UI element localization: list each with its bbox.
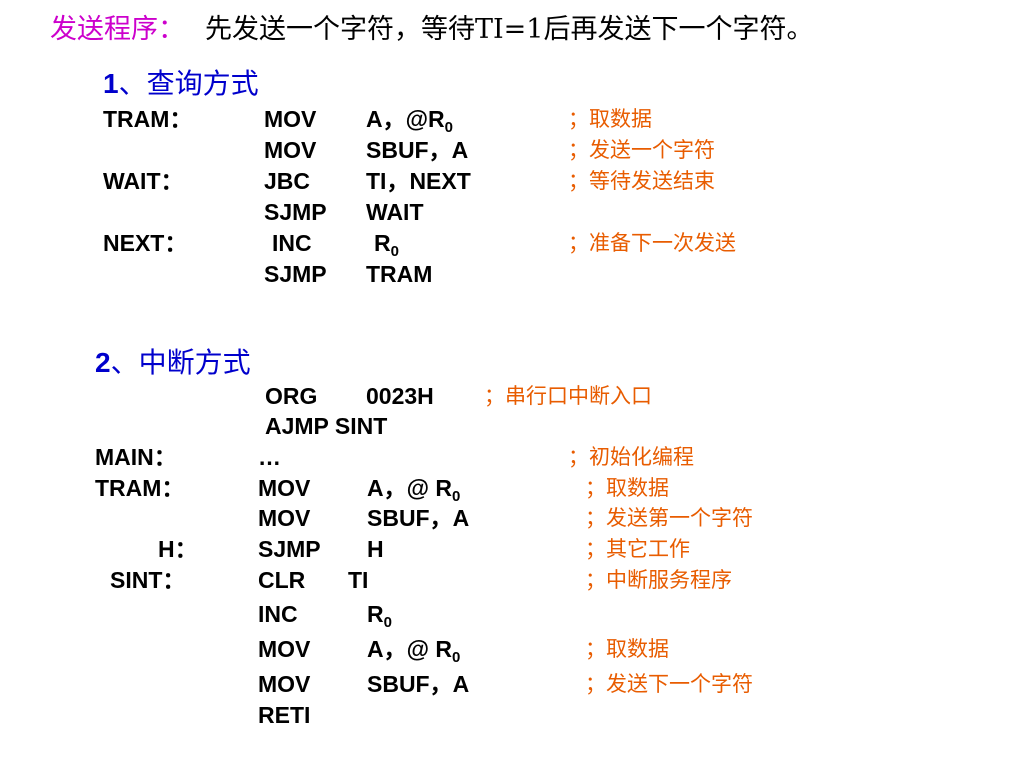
code-op: SJMP — [264, 261, 327, 287]
code-operand-text: A，@R — [366, 106, 445, 132]
code-comment: ；发送下一个字符 — [585, 672, 753, 696]
code-operand: A，@R0 — [366, 104, 453, 135]
code-operand-text: R — [374, 230, 391, 256]
code-comment: ；发送一个字符 — [568, 138, 715, 162]
code-operand: A，@ R0 — [367, 634, 460, 665]
code-line: AJMP SINT — [0, 411, 960, 442]
code-operand-subscript: 0 — [452, 649, 461, 666]
code-line: TRAM： MOV A，@R0 ；取数据 — [0, 104, 960, 135]
code-comment: ；中断服务程序 — [585, 568, 732, 592]
code-label: NEXT： — [103, 230, 188, 256]
code-line: MOV SBUF，A ；发送下一个字符 — [0, 669, 960, 700]
code-label: SINT： — [110, 567, 186, 593]
code-op: SJMP — [258, 536, 321, 562]
code-line: NEXT： INC R0 ；准备下一次发送 — [0, 228, 960, 259]
code-label: TRAM： — [103, 106, 193, 132]
code-operand: SBUF，A — [367, 671, 470, 697]
code-comment: ；取数据 — [585, 637, 669, 661]
code-operand: TI，NEXT — [366, 168, 471, 194]
code-operand-subscript: 0 — [444, 119, 453, 136]
code-comment: ；串行口中断入口 — [484, 384, 652, 408]
code-line: SJMP TRAM — [0, 259, 960, 290]
code-line: MOV SBUF，A ；发送第一个字符 — [0, 503, 960, 534]
code-op: MOV — [258, 636, 311, 662]
code-op: MOV — [258, 671, 311, 697]
code-operand-text: R — [367, 601, 384, 627]
code-operand: 0023H — [366, 383, 434, 409]
code-operand: SBUF，A — [367, 505, 470, 531]
code-line: MAIN： … ；初始化编程 — [0, 442, 960, 473]
code-label: MAIN： — [95, 444, 177, 470]
code-comment: ；初始化编程 — [568, 445, 694, 469]
code-op: RETI — [258, 702, 311, 728]
code-comment: ；准备下一次发送 — [568, 231, 736, 255]
code-operand: A，@ R0 — [367, 473, 460, 504]
code-op: INC — [272, 230, 312, 256]
code-comment: ；发送第一个字符 — [585, 506, 753, 530]
code-op: SJMP — [264, 199, 327, 225]
code-line: SJMP WAIT — [0, 197, 960, 228]
code-line: TRAM： MOV A，@ R0 ；取数据 — [0, 473, 960, 504]
code-op: MOV — [258, 505, 311, 531]
code-line: SINT： CLR TI ；中断服务程序 — [0, 565, 960, 596]
section1-heading: 1、查询方式 — [103, 66, 259, 102]
section2-heading-text: 、中断方式 — [110, 346, 251, 379]
code-op: ORG — [265, 383, 318, 409]
code-label: TRAM： — [95, 475, 185, 501]
code-operand-subscript: 0 — [452, 488, 461, 505]
code-line: H： SJMP H ；其它工作 — [0, 534, 960, 565]
section1-heading-text: 、查询方式 — [118, 67, 259, 100]
code-operand: TRAM — [366, 261, 433, 287]
code-operand: H — [367, 536, 384, 562]
code-line: MOV A，@ R0 ；取数据 — [0, 634, 960, 665]
section2-heading: 2、中断方式 — [95, 345, 251, 381]
code-line: RETI — [0, 700, 960, 731]
code-label: H： — [158, 536, 198, 562]
slide-title: 发送程序： 先发送一个字符，等待TI=1后再发送下一个字符。 — [50, 10, 813, 50]
code-label: WAIT： — [103, 168, 184, 194]
code-comment: ；取数据 — [568, 107, 652, 131]
title-label: 发送程序： — [50, 14, 185, 45]
code-op: … — [258, 444, 281, 470]
code-operand: SBUF，A — [366, 137, 469, 163]
code-op: AJMP SINT — [265, 413, 388, 439]
code-line: ORG 0023H ；串行口中断入口 — [0, 381, 960, 412]
code-op: INC — [258, 601, 298, 627]
code-comment: ；等待发送结束 — [568, 169, 715, 193]
code-operand-subscript: 0 — [390, 243, 399, 260]
code-op: MOV — [258, 475, 311, 501]
code-operand: WAIT — [366, 199, 424, 225]
code-line: WAIT： JBC TI，NEXT ；等待发送结束 — [0, 166, 960, 197]
section2-number: 2 — [95, 347, 111, 378]
section1-number: 1 — [103, 68, 119, 99]
code-comment: ；取数据 — [585, 476, 669, 500]
code-line: INC R0 — [0, 599, 960, 630]
code-operand-text: A，@ R — [367, 475, 453, 501]
code-operand: TI — [348, 567, 369, 593]
code-operand: R0 — [374, 228, 399, 259]
title-description: 先发送一个字符，等待TI=1后再发送下一个字符。 — [205, 14, 814, 45]
code-op: MOV — [264, 137, 317, 163]
code-operand-subscript: 0 — [383, 614, 392, 631]
code-op: MOV — [264, 106, 317, 132]
code-operand-text: A，@ R — [367, 636, 453, 662]
code-operand: R0 — [367, 599, 392, 630]
code-comment: ；其它工作 — [585, 537, 690, 561]
code-line: MOV SBUF，A ；发送一个字符 — [0, 135, 960, 166]
code-op: JBC — [264, 168, 311, 194]
code-op: CLR — [258, 567, 306, 593]
